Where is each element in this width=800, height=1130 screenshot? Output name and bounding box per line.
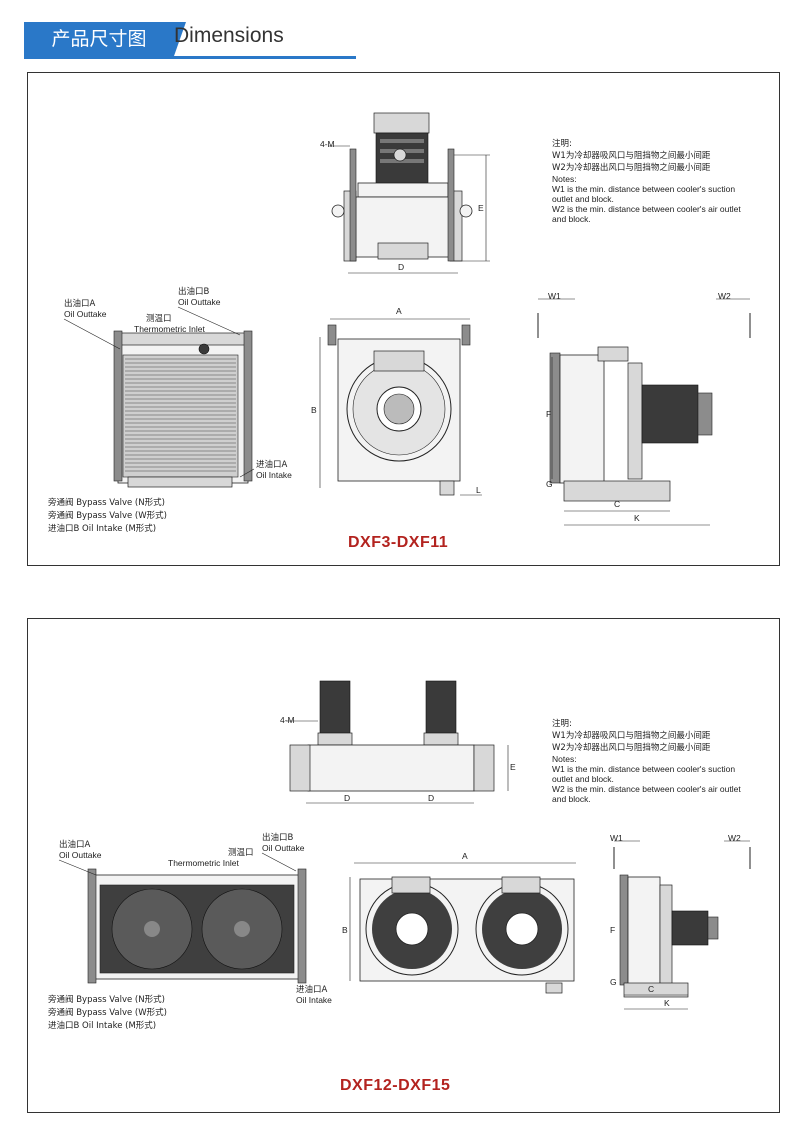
label-oil-in-a-cn-2: 进油口A [296, 984, 328, 995]
dim-m-label: 4-M [320, 139, 335, 149]
top-view-twin-motors [286, 680, 509, 804]
label-thermo-cn-2: 测温口 [228, 847, 254, 858]
label-bypass-n: 旁通阀 Bypass Valve (N形式) [48, 497, 165, 508]
notes-label: Notes: [552, 174, 577, 184]
dim-k-label: K [634, 513, 640, 523]
dim-g-label-2: G [610, 977, 617, 987]
model-label-dxf12-dxf15: DXF12-DXF15 [340, 1077, 450, 1094]
notes-w2-cn: W2为冷却器出风口与阻挡物之间最小间距 [552, 162, 711, 173]
notes-w2-en-1: W2 is the min. distance between cooler's… [552, 204, 741, 214]
drawing-dxf12-dxf15: 4-M D D E 注明: W1为冷却器吸风口与阻挡物之间最小间距 W2为冷却器… [48, 680, 751, 1094]
dim-g-label: G [546, 479, 553, 489]
dim-a-label-2: A [462, 851, 468, 861]
front-view-fan [319, 318, 482, 496]
header-underline [24, 56, 356, 59]
notes-w2-cn-2: W2为冷却器出风口与阻挡物之间最小间距 [552, 742, 711, 753]
dim-b-label: B [311, 405, 317, 415]
side-view-wide-radiator [87, 868, 307, 984]
model-label-dxf3-dxf11: DXF3-DXF11 [348, 534, 448, 551]
label-oil-out-a-cn: 出油口A [64, 298, 96, 309]
panel-dxf12-dxf15: 4-M D D E 注明: W1为冷却器吸风口与阻挡物之间最小间距 W2为冷却器… [27, 618, 780, 1113]
dim-b-label-2: B [342, 925, 348, 935]
dim-d2-label-2: D [428, 793, 434, 803]
top-view-drawing [328, 112, 490, 274]
label-oil-in-a-cn: 进油口A [256, 459, 288, 470]
label-thermo-cn: 测温口 [146, 313, 172, 324]
label-oil-in-a-en-2: Oil Intake [296, 995, 332, 1005]
dim-w1-label: W1 [548, 291, 561, 301]
label-oil-out-b-en-2: Oil Outtake [262, 843, 305, 853]
notes-w1-en-1-2: W1 is the min. distance between cooler's… [552, 764, 735, 774]
dim-d1-label-2: D [344, 793, 350, 803]
dim-f-label: F [546, 409, 551, 419]
side-view-motor-2 [613, 840, 751, 1010]
label-thermo-en-2: Thermometric Inlet [168, 858, 239, 868]
dim-c-label-2: C [648, 984, 654, 994]
dim-w2-label: W2 [718, 291, 731, 301]
header-en-title: Dimensions [174, 24, 284, 47]
label-bypass-w-2: 旁通阀 Bypass Valve (W形式) [48, 1007, 167, 1018]
notes-w2-en-2-2: and block. [552, 794, 591, 804]
label-oil-out-a-en-2: Oil Outtake [59, 850, 102, 860]
dim-l-label: L [476, 485, 481, 495]
label-oil-out-a-cn-2: 出油口A [59, 839, 91, 850]
notes-w1-en-1: W1 is the min. distance between cooler's… [552, 184, 735, 194]
section-header: 产品尺寸图 Dimensions [24, 22, 356, 59]
label-oil-out-b-cn-2: 出油口B [262, 832, 294, 843]
notes-title-2: 注明: [552, 718, 572, 729]
side-view-radiator [113, 330, 253, 488]
label-bypass-n-2: 旁通阀 Bypass Valve (N形式) [48, 994, 165, 1005]
label-thermo-en: Thermometric Inlet [134, 324, 205, 334]
notes-w1-cn-2: W1为冷却器吸风口与阻挡物之间最小间距 [552, 730, 711, 741]
notes-title: 注明: [552, 138, 572, 149]
header-cn-tag: 产品尺寸图 [24, 22, 186, 56]
dim-e-label: E [478, 203, 484, 213]
notes-w1-en-2-2: outlet and block. [552, 774, 614, 784]
label-oil-out-b-cn: 出油口B [178, 286, 210, 297]
side-view-motor [537, 298, 751, 526]
notes-w2-en-1-2: W2 is the min. distance between cooler's… [552, 784, 741, 794]
label-oil-out-a-en: Oil Outtake [64, 309, 107, 319]
dim-a-label: A [396, 306, 402, 316]
dim-c-label: C [614, 499, 620, 509]
panel-dxf3-dxf11: 4-M D E 注明: W1为冷却器吸风口与阻挡物之间最小间距 W2为冷却器出风… [27, 72, 780, 566]
dim-d-label: D [398, 262, 404, 272]
drawing-dxf3-dxf11: 4-M D E 注明: W1为冷却器吸风口与阻挡物之间最小间距 W2为冷却器出风… [48, 112, 751, 551]
dim-f-label-2: F [610, 925, 615, 935]
dim-w1-label-2: W1 [610, 833, 623, 843]
notes-w1-cn: W1为冷却器吸风口与阻挡物之间最小间距 [552, 150, 711, 161]
dim-k-label-2: K [664, 998, 670, 1008]
notes-w1-en-2: outlet and block. [552, 194, 614, 204]
front-view-twin-fans [349, 862, 576, 994]
dim-w2-label-2: W2 [728, 833, 741, 843]
notes-w2-en-2: and block. [552, 214, 591, 224]
dim-e-label-2: E [510, 762, 516, 772]
label-bypass-w: 旁通阀 Bypass Valve (W形式) [48, 510, 167, 521]
label-oil-in-b-2: 进油口B Oil Intake (M形式) [48, 1020, 156, 1031]
dim-m-label-2: 4-M [280, 715, 295, 725]
label-oil-out-b-en: Oil Outtake [178, 297, 221, 307]
label-oil-in-a-en: Oil Intake [256, 470, 292, 480]
notes-label-2: Notes: [552, 754, 577, 764]
label-oil-in-b: 进油口B Oil Intake (M形式) [48, 523, 156, 534]
